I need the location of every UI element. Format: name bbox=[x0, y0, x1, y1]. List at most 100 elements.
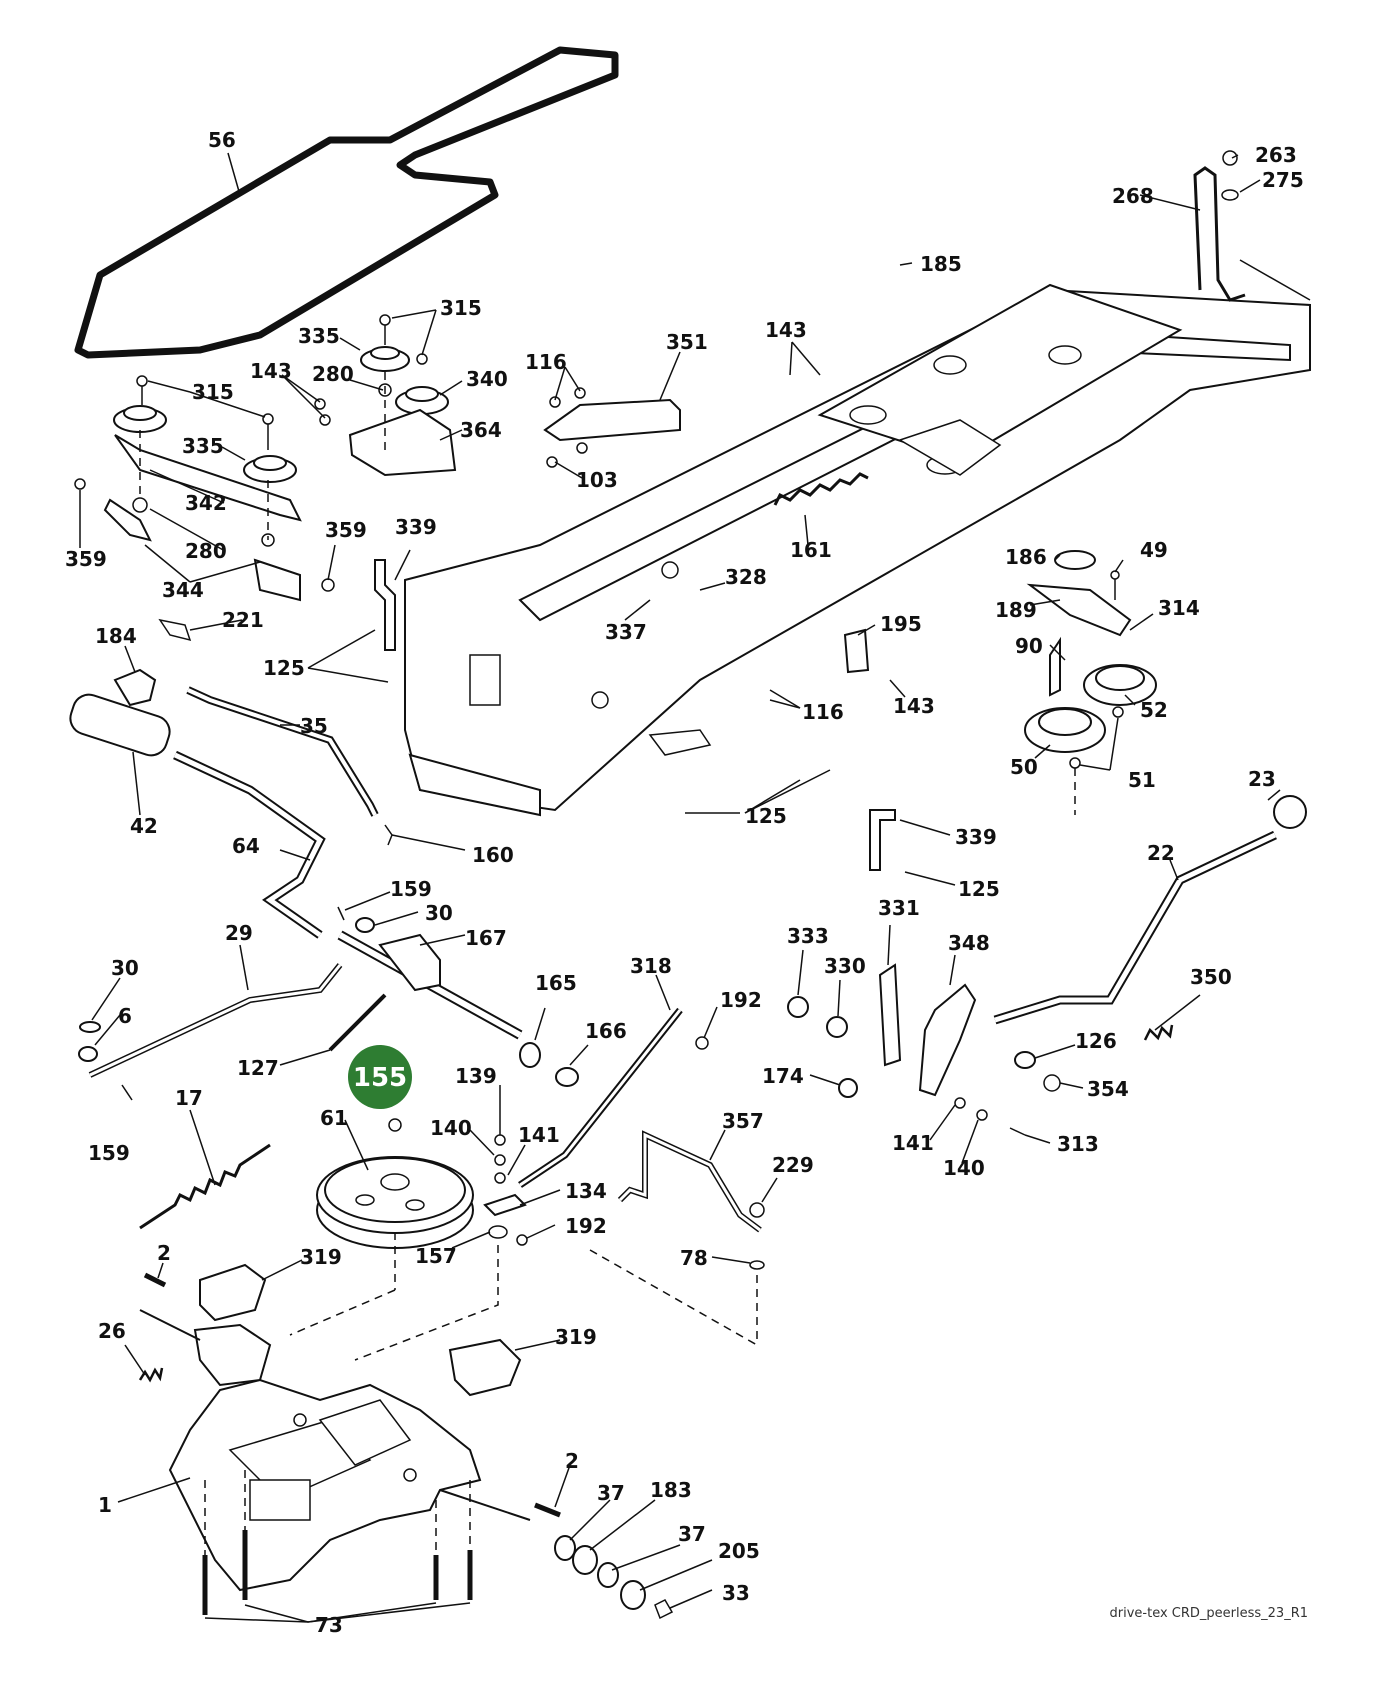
label-185: 185 bbox=[920, 252, 962, 276]
label-167: 167 bbox=[465, 926, 507, 950]
mount-319-lower bbox=[448, 1338, 522, 1397]
label-359b: 359 bbox=[65, 547, 107, 571]
label-116b: 116 bbox=[802, 700, 844, 724]
idler-pulley-group-right bbox=[1024, 550, 1157, 815]
spring-161 bbox=[773, 472, 869, 506]
label-339b: 339 bbox=[955, 825, 997, 849]
bracket-195 bbox=[843, 628, 870, 674]
spring-26 bbox=[138, 1367, 164, 1383]
washer-166 bbox=[555, 1067, 579, 1087]
label-337: 337 bbox=[605, 620, 647, 644]
label-143c: 143 bbox=[893, 694, 935, 718]
part-labels: 56 315 335 143 280 340 364 315 335 342 2… bbox=[65, 128, 1304, 1637]
label-351: 351 bbox=[666, 330, 708, 354]
label-30a: 30 bbox=[425, 901, 453, 925]
label-340: 340 bbox=[466, 367, 508, 391]
bracket-339-lower bbox=[869, 809, 896, 871]
bracket-351 bbox=[543, 387, 681, 468]
mount-319-upper bbox=[199, 1263, 267, 1322]
washer-275 bbox=[1221, 189, 1239, 201]
nut-263 bbox=[1222, 150, 1238, 166]
chassis-frame bbox=[404, 259, 1311, 817]
label-313: 313 bbox=[1057, 1132, 1099, 1156]
lever-268 bbox=[1193, 166, 1246, 302]
washer-205 bbox=[620, 1580, 646, 1610]
highlight-label[interactable]: 155 bbox=[353, 1063, 407, 1093]
label-268: 268 bbox=[1112, 184, 1154, 208]
drive-pulley-61 bbox=[316, 1118, 474, 1290]
label-359a: 359 bbox=[325, 518, 367, 542]
washer-141a bbox=[494, 1172, 506, 1184]
label-51: 51 bbox=[1128, 768, 1156, 792]
label-78: 78 bbox=[680, 1246, 708, 1270]
washer-330 bbox=[826, 1016, 848, 1038]
knob-184 bbox=[113, 668, 157, 707]
highlight-callout-155[interactable]: 155 bbox=[348, 1045, 412, 1109]
label-315b: 315 bbox=[192, 380, 234, 404]
rod-35-inner bbox=[187, 688, 377, 816]
highlight-circle[interactable] bbox=[348, 1045, 412, 1109]
nut-354 bbox=[1043, 1074, 1061, 1092]
bushing-6 bbox=[78, 1046, 98, 1062]
rod-357-inner bbox=[618, 1132, 761, 1232]
pin-2a bbox=[143, 1272, 167, 1288]
label-184: 184 bbox=[95, 624, 137, 648]
label-116a: 116 bbox=[525, 350, 567, 374]
label-348: 348 bbox=[948, 931, 990, 955]
label-280b: 280 bbox=[185, 539, 227, 563]
label-186: 186 bbox=[1005, 545, 1047, 569]
washer-78 bbox=[749, 1260, 765, 1270]
label-37b: 37 bbox=[678, 1522, 706, 1546]
label-140a: 140 bbox=[430, 1116, 472, 1140]
drive-belt-56 bbox=[74, 46, 619, 359]
nut-192a bbox=[695, 1036, 709, 1050]
knob-23 bbox=[1273, 795, 1307, 829]
label-125a: 125 bbox=[263, 656, 305, 680]
label-134: 134 bbox=[565, 1179, 607, 1203]
plate-348 bbox=[918, 983, 977, 1097]
label-17: 17 bbox=[175, 1086, 203, 1110]
label-29: 29 bbox=[225, 921, 253, 945]
label-350: 350 bbox=[1190, 965, 1232, 989]
label-30b: 30 bbox=[111, 956, 139, 980]
label-205: 205 bbox=[718, 1539, 760, 1563]
label-56: 56 bbox=[208, 128, 236, 152]
washer-30a bbox=[355, 917, 375, 933]
washer-37a bbox=[554, 1535, 576, 1561]
washer-174 bbox=[838, 1078, 858, 1098]
label-354: 354 bbox=[1087, 1077, 1129, 1101]
label-37a: 37 bbox=[597, 1481, 625, 1505]
label-192b: 192 bbox=[565, 1214, 607, 1238]
lever-331 bbox=[878, 963, 902, 1067]
bracket-167 bbox=[378, 933, 441, 992]
label-319b: 319 bbox=[555, 1325, 597, 1349]
label-125b: 125 bbox=[745, 804, 787, 828]
label-26: 26 bbox=[98, 1319, 126, 1343]
label-221: 221 bbox=[222, 608, 264, 632]
pin-159a bbox=[337, 906, 345, 921]
washer-141b bbox=[954, 1097, 966, 1109]
label-166: 166 bbox=[585, 1019, 627, 1043]
label-103: 103 bbox=[576, 468, 618, 492]
rod-318-inner bbox=[519, 1009, 682, 1187]
label-314: 314 bbox=[1158, 596, 1200, 620]
washer-157 bbox=[488, 1225, 508, 1239]
label-357: 357 bbox=[722, 1109, 764, 1133]
label-280a: 280 bbox=[312, 362, 354, 386]
label-161: 161 bbox=[790, 538, 832, 562]
washer-30b bbox=[79, 1021, 101, 1033]
spring-350 bbox=[1143, 1024, 1174, 1041]
label-61: 61 bbox=[320, 1106, 348, 1130]
label-339a: 339 bbox=[395, 515, 437, 539]
label-174: 174 bbox=[762, 1064, 804, 1088]
pin-2b bbox=[534, 1502, 561, 1518]
clip-160 bbox=[384, 824, 393, 846]
label-52: 52 bbox=[1140, 698, 1168, 722]
label-127: 127 bbox=[237, 1056, 279, 1080]
bushing-165 bbox=[519, 1042, 541, 1068]
label-229: 229 bbox=[772, 1153, 814, 1177]
label-319a: 319 bbox=[300, 1245, 342, 1269]
label-333: 333 bbox=[787, 924, 829, 948]
label-344: 344 bbox=[162, 578, 204, 602]
